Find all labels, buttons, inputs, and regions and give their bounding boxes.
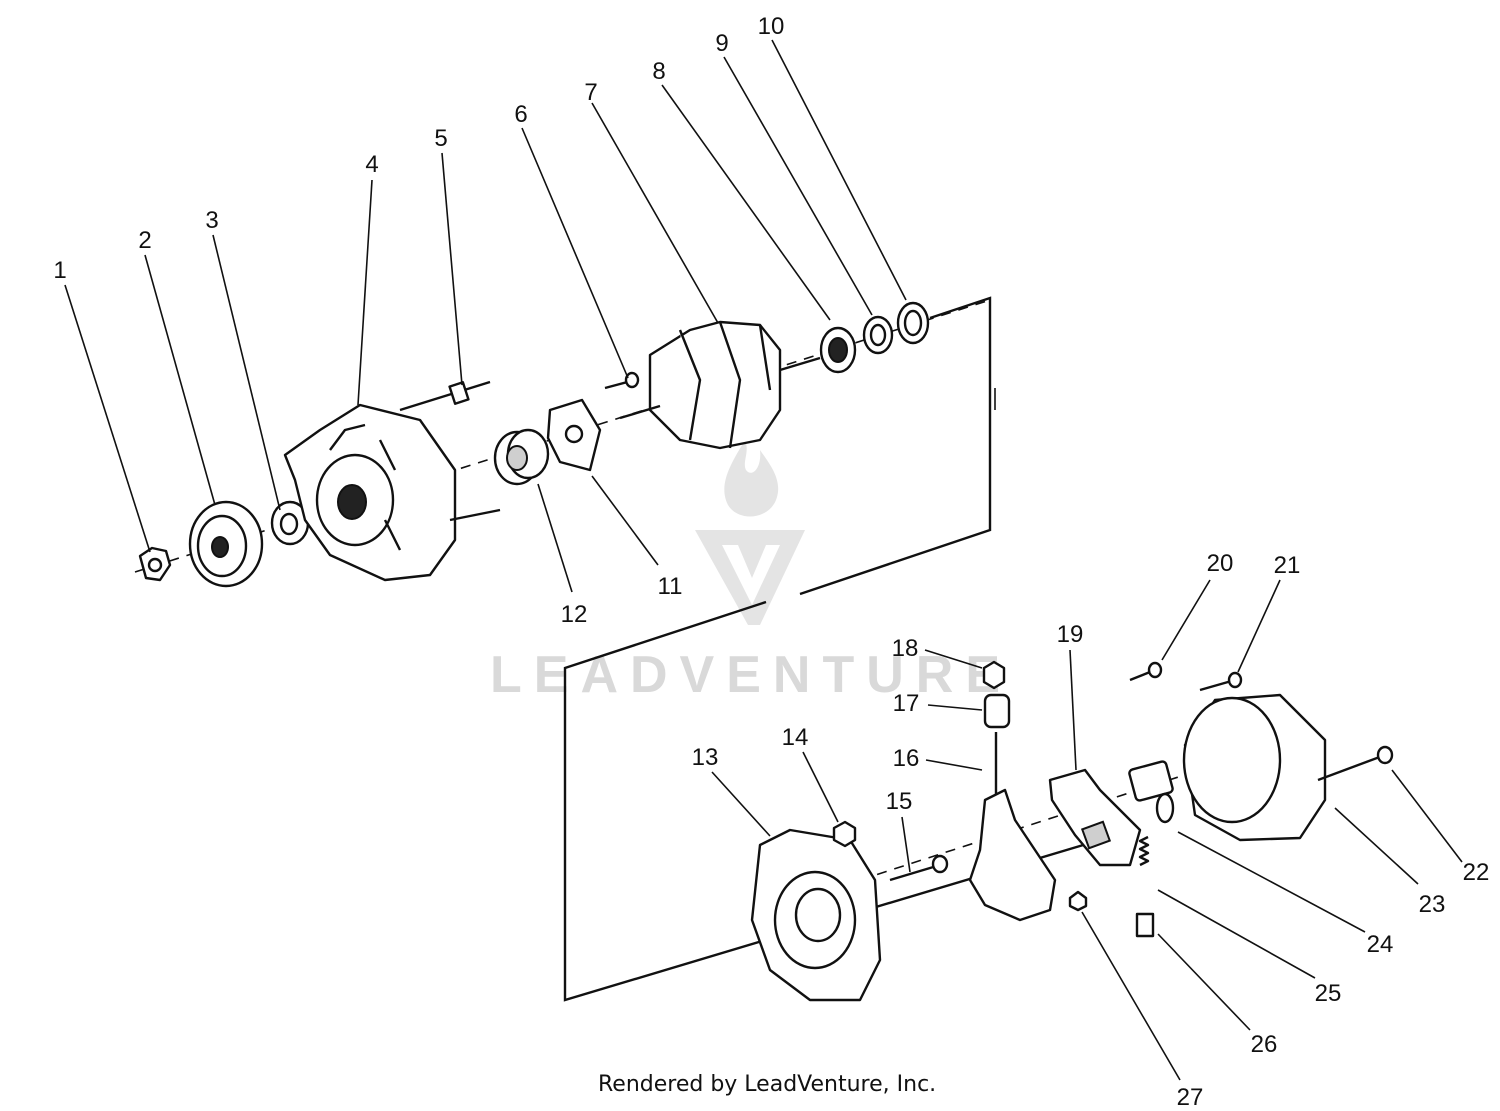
- part-insulator-17: [983, 693, 1011, 729]
- part-screw-20: [1129, 661, 1163, 682]
- part-ring-10: [896, 301, 930, 345]
- callout-11: 11: [658, 573, 683, 600]
- callout-27: 27: [1177, 1084, 1204, 1111]
- part-rectifier: [968, 788, 1057, 922]
- callout-21: 21: [1274, 552, 1301, 579]
- callout-12: 12: [561, 601, 588, 628]
- part-nut-14: [832, 820, 857, 848]
- part-bearing-rear: [819, 326, 857, 374]
- part-bearing-front: [493, 428, 550, 486]
- callout-4: 4: [365, 151, 378, 178]
- callout-26: 26: [1251, 1031, 1278, 1058]
- callout-16: 16: [893, 745, 920, 772]
- callout-10: 10: [758, 13, 785, 40]
- part-nut-18: [982, 660, 1006, 690]
- part-rotor: [619, 320, 821, 450]
- part-rear-cover-23: [1182, 693, 1327, 842]
- callout-1: 1: [53, 257, 66, 284]
- callout-14: 14: [782, 724, 809, 751]
- part-nut: [138, 546, 172, 582]
- part-spacer: [270, 500, 310, 546]
- part-rear-end-frame: [750, 828, 882, 1002]
- part-screw-21: [1199, 671, 1243, 692]
- callout-3: 3: [205, 207, 218, 234]
- watermark-text: LEADVENTURE: [490, 646, 1012, 704]
- part-brush-26: [1135, 912, 1155, 938]
- callout-6: 6: [514, 101, 527, 128]
- callout-24: 24: [1367, 931, 1394, 958]
- callout-25: 25: [1315, 980, 1342, 1007]
- part-screw: [604, 371, 640, 390]
- part-spring-25: [1138, 835, 1150, 867]
- part-bolt-22: [1317, 745, 1394, 782]
- part-regulator-19: [1048, 768, 1142, 867]
- part-drive-end-frame: [283, 403, 501, 582]
- callout-9: 9: [715, 30, 728, 57]
- callout-15: 15: [886, 788, 913, 815]
- callout-2: 2: [138, 227, 151, 254]
- part-retainer-plate: [546, 398, 602, 472]
- part-ring-9: [862, 315, 894, 355]
- callout-17: 17: [893, 690, 920, 717]
- callout-20: 20: [1207, 550, 1234, 577]
- callout-18: 18: [892, 635, 919, 662]
- callout-22: 22: [1463, 859, 1490, 886]
- part-pulley: [188, 500, 264, 588]
- part-screw-27: [1068, 890, 1088, 912]
- leadventure-watermark: LEADVENTURE: [490, 440, 1012, 704]
- part-bolt-15: [889, 854, 949, 882]
- callout-23: 23: [1419, 891, 1446, 918]
- callout-labels: 1 2 3 4 5 6 7 8 9 10 11 12 13 14 15 16 1…: [53, 13, 1489, 1111]
- callout-13: 13: [692, 744, 719, 771]
- callout-5: 5: [434, 125, 447, 152]
- part-through-bolt: [399, 380, 491, 412]
- rendered-by-credit: Rendered by LeadVenture, Inc.: [598, 1072, 937, 1097]
- callout-7: 7: [584, 79, 597, 106]
- callout-8: 8: [652, 58, 665, 85]
- leader-lines: [64, 39, 1463, 1081]
- callout-19: 19: [1057, 621, 1084, 648]
- part-brush-holder-24: [1128, 760, 1175, 824]
